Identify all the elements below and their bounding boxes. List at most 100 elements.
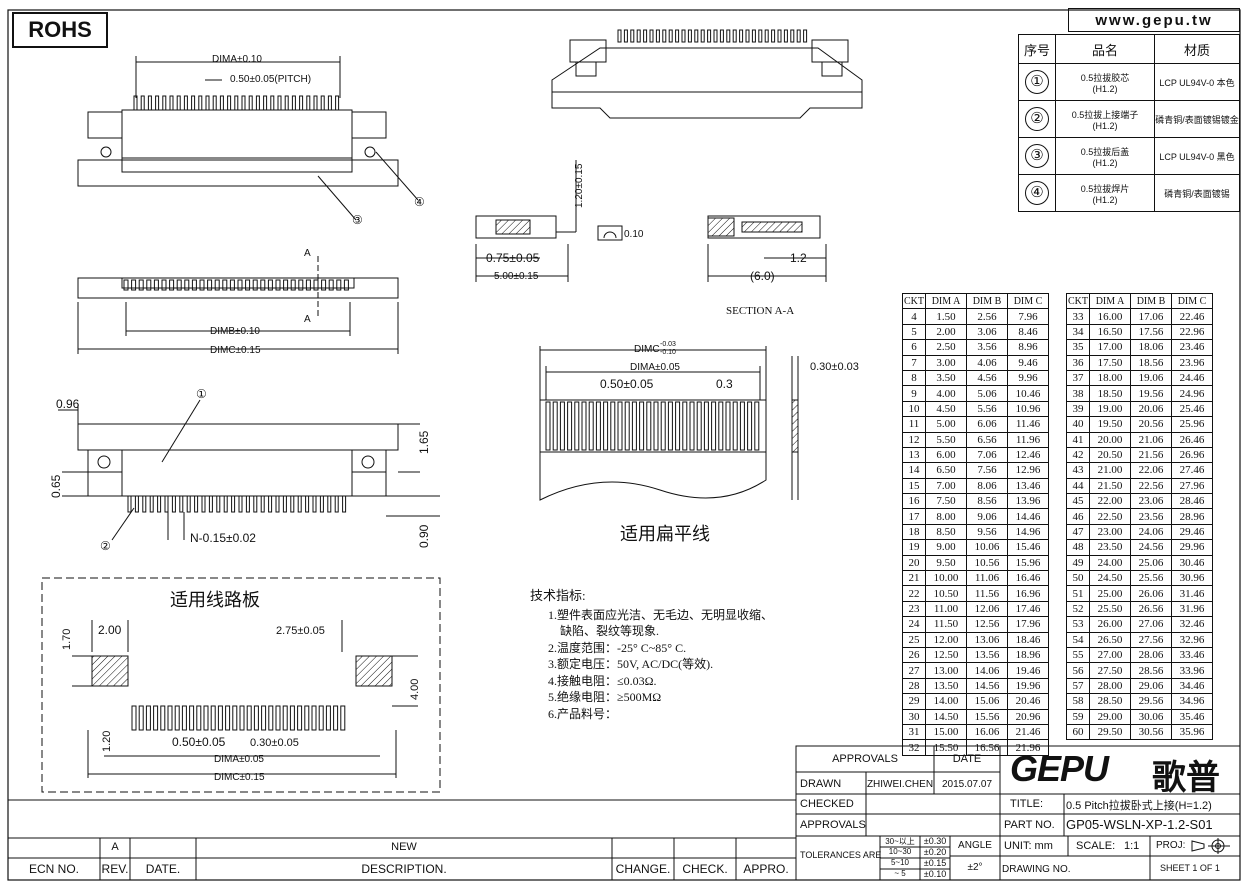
dim-cell: 8.46 (1007, 323, 1049, 341)
dim-cell: 9 (902, 385, 926, 402)
pin (194, 495, 199, 513)
pin (333, 705, 339, 731)
pin (239, 705, 245, 731)
ffc-pitch: 0.50±0.05 (600, 377, 654, 391)
pin (241, 95, 246, 111)
pin (167, 705, 173, 731)
dim-cell: 7.50 (925, 493, 967, 510)
pin (161, 279, 167, 291)
pin (335, 95, 340, 111)
dim-cell: 11.00 (925, 600, 967, 618)
pin (184, 279, 190, 291)
dim-cell: 27.56 (1130, 631, 1172, 648)
dim-cell: 5 (902, 323, 926, 341)
dim-cell: 21 (902, 570, 926, 587)
pin (210, 705, 216, 731)
pin (290, 495, 295, 513)
pin (238, 495, 243, 513)
pin (237, 279, 243, 291)
pin (231, 495, 236, 513)
pin (321, 279, 327, 291)
dim-cell: 15.06 (966, 693, 1008, 710)
pin (327, 95, 332, 111)
dim-cell: 18.50 (1089, 385, 1131, 402)
pin (146, 279, 152, 291)
pin (639, 401, 645, 451)
pin (630, 29, 635, 43)
dim-cell: 7 (902, 354, 926, 371)
dim-cell: 2.50 (925, 339, 967, 356)
dim-cell: 17.56 (1130, 323, 1172, 341)
date-header: DATE. (145, 862, 181, 876)
pin (207, 279, 213, 291)
pcb-dim-a: DIMA±0.05 (214, 754, 264, 765)
pin (203, 705, 209, 731)
side-view-right (707, 215, 827, 282)
pin (147, 95, 152, 111)
rev-description: NEW (391, 841, 417, 853)
dim-cell: 12 (902, 431, 926, 448)
dim-cell: 25.50 (1089, 600, 1131, 618)
dim-cell: 23.06 (1130, 493, 1172, 510)
dim-cell: 27.46 (1171, 462, 1213, 479)
dim-cell: 21.96 (1007, 739, 1049, 756)
pin (275, 495, 280, 513)
dim-cell: 7.56 (966, 462, 1008, 479)
pin (290, 279, 296, 291)
dim-cell: 11.50 (925, 616, 967, 633)
dim-cell: 34.46 (1171, 677, 1213, 695)
pin (191, 279, 197, 291)
dim-cell: 35.96 (1171, 723, 1213, 741)
pin (790, 29, 795, 43)
side-view-left (475, 160, 623, 282)
ffc-thickness: 0.30±0.03 (810, 361, 859, 373)
pin (320, 95, 325, 111)
pin (229, 279, 235, 291)
pin (176, 279, 182, 291)
tol-value: ±0.15 (923, 858, 947, 868)
dim-cell: 54 (1066, 631, 1090, 648)
dim-cell: 29.96 (1171, 539, 1213, 556)
parts-row: ① 0.5拉拔胶芯(H1.2) LCP UL94V-0 本色 (1018, 63, 1240, 101)
dim-cell: 29 (902, 693, 926, 710)
dim-cell: 8.50 (925, 523, 967, 541)
pin (726, 29, 731, 43)
pin (318, 705, 324, 731)
pin (297, 495, 302, 513)
dim-165: 1.65 (417, 430, 431, 454)
angle-value: ±2° (967, 862, 983, 873)
dim-cell: 3.56 (966, 339, 1008, 356)
pin (282, 495, 287, 513)
dim-cell: 20.50 (1089, 446, 1131, 464)
pin (719, 29, 724, 43)
pin (668, 29, 673, 43)
bottom-view (58, 399, 440, 541)
dim-cell: 9.56 (966, 523, 1008, 541)
parts-row: ③ 0.5拉拔后盖(H1.2) LCP UL94V-0 黑色 (1018, 137, 1240, 175)
pin (711, 401, 717, 451)
pin (153, 279, 159, 291)
pin (277, 95, 282, 111)
dim-cell: 18.06 (1130, 339, 1172, 356)
dim-065: 0.65 (49, 474, 63, 498)
dim-cell: 1.50 (925, 308, 967, 325)
rohs-mark: ROHS (12, 12, 108, 48)
dim-cell: 4.56 (966, 369, 1008, 387)
pin (275, 279, 281, 291)
gepu-logo: GEPU (1010, 748, 1109, 789)
dim-cell: 47 (1066, 523, 1090, 541)
